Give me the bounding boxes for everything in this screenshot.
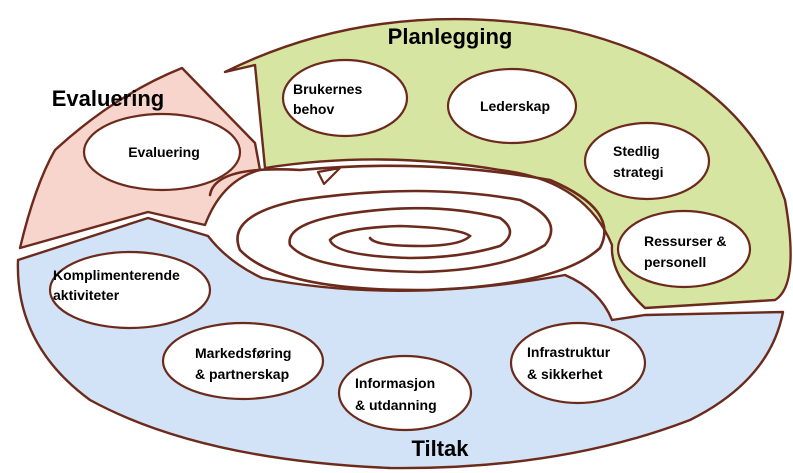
evaluation-title: Evaluering xyxy=(52,86,164,111)
svg-text:Evaluering: Evaluering xyxy=(128,144,200,160)
node-evaluering: Evaluering xyxy=(82,112,242,192)
spiral-arrowhead xyxy=(316,166,342,186)
svg-text:Markedsføring & partners: Markedsføring & partnerskap xyxy=(195,345,295,382)
svg-text:Informasjon & utdanning: Informasjon & utdanning xyxy=(355,375,439,413)
node-komplimenterende-line-2: aktiviteter xyxy=(53,287,120,303)
node-ressurser-personell-line-2: personell xyxy=(644,254,706,270)
svg-text:Komplimenterende aktivit: Komplimenterende aktiviteter xyxy=(53,267,184,303)
action-segment xyxy=(16,216,785,470)
node-infrastruktur-sikkerhet: Infrastruktur & sikkerhet xyxy=(509,321,647,405)
node-informasjon-line-2: & utdanning xyxy=(355,397,437,413)
node-informasjon-utdanning: Informasjon & utdanning xyxy=(337,354,473,432)
node-markedsforing-line-1: Markedsføring xyxy=(195,345,291,361)
node-ressurser-personell-line-1: Ressurser & xyxy=(644,233,727,249)
node-brukernes-behov-line-2: behov xyxy=(293,101,334,117)
node-lederskap-line-1: Lederskap xyxy=(480,98,550,114)
node-brukernes-behov-line-1: Brukernes xyxy=(293,81,362,97)
node-infrastruktur-line-1: Infrastruktur xyxy=(527,344,611,360)
svg-text:Stedlig strategi: Stedlig strategi xyxy=(613,143,664,180)
node-markedsforing-line-2: & partnerskap xyxy=(195,366,289,382)
svg-text:Brukernes behov: Brukernes behov xyxy=(293,81,366,117)
node-komplimenterende-aktiviteter: Komplimenterende aktiviteter xyxy=(48,250,212,330)
node-infrastruktur-line-2: & sikkerhet xyxy=(527,366,603,382)
node-ressurser-personell: Ressurser & personell xyxy=(616,209,752,289)
node-stedlig-strategi-line-2: strategi xyxy=(613,164,664,180)
node-lederskap: Lederskap xyxy=(446,67,578,145)
node-komplimenterende-line-1: Komplimenterende xyxy=(53,267,180,283)
node-evaluering-line-1: Evaluering xyxy=(128,144,200,160)
svg-text:Lederskap: Lederskap xyxy=(480,98,550,114)
action-title: Tiltak xyxy=(411,436,469,461)
svg-text:Infrastruktur & sikkerhe: Infrastruktur & sikkerhet xyxy=(527,344,614,382)
node-markedsforing-partnerskap: Markedsføring & partnerskap xyxy=(161,321,325,401)
spiral xyxy=(208,164,606,292)
node-stedlig-strategi: Stedlig strategi xyxy=(583,121,711,201)
node-stedlig-strategi-line-1: Stedlig xyxy=(613,143,660,159)
planning-title: Planlegging xyxy=(388,24,513,49)
svg-text:Ressurser & personell: Ressurser & personell xyxy=(644,233,730,270)
node-informasjon-line-1: Informasjon xyxy=(355,375,435,391)
node-brukernes-behov: Brukernes behov xyxy=(281,58,409,138)
